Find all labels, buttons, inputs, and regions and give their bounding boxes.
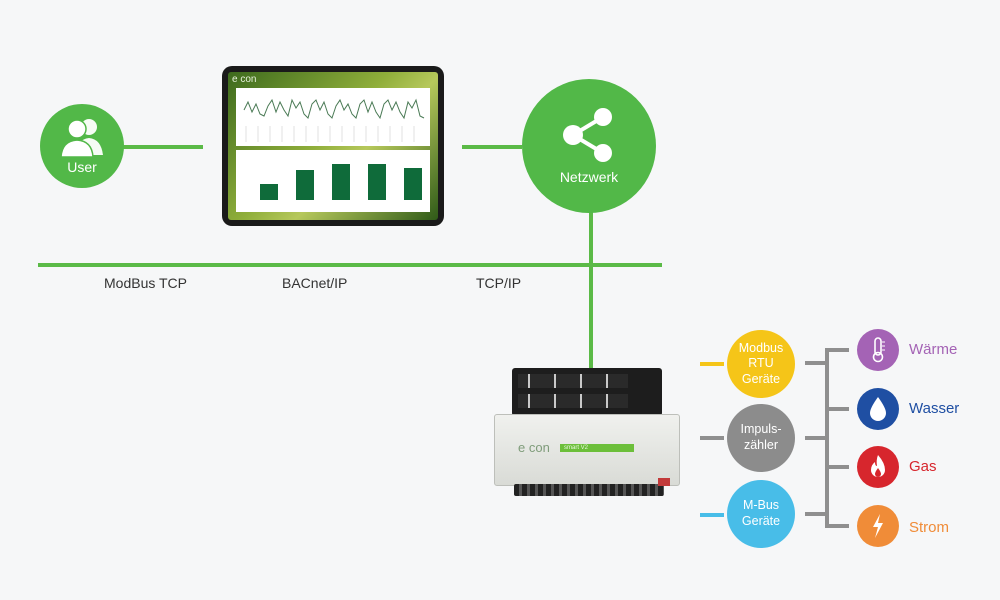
device-model-label: smart V2 — [560, 444, 634, 452]
tablet-screen: e con — [228, 72, 438, 220]
bar-2 — [296, 170, 314, 200]
connector-branch-2 — [825, 407, 849, 411]
line-network-device — [589, 212, 593, 370]
connector-stub-2 — [805, 436, 825, 440]
bar-4 — [368, 164, 386, 200]
line-user-tablet — [123, 145, 203, 149]
media-gas — [857, 446, 899, 488]
connector-branch-3 — [825, 465, 849, 469]
connector-branch-4 — [825, 524, 849, 528]
flame-icon — [871, 455, 885, 477]
media-label-gas: Gas — [909, 458, 937, 475]
protocol-bacnet-ip: BACnet/IP — [282, 275, 348, 291]
media-waerme — [857, 329, 899, 371]
connector-stub-1 — [805, 361, 825, 365]
protocol-bus-line — [38, 263, 662, 267]
bar-chart-panel — [236, 150, 430, 212]
users-icon — [60, 119, 103, 157]
interface-impulszaehler: Impuls-zähler — [727, 404, 795, 472]
link-modbus-rtu — [700, 362, 724, 366]
share-icon — [563, 108, 612, 162]
line-tablet-network — [462, 145, 522, 149]
media-wasser — [857, 388, 899, 430]
econ-controller-device: e con smart V2 — [488, 368, 688, 498]
water-drop-icon — [870, 397, 886, 421]
protocol-modbus-tcp: ModBus TCP — [104, 275, 187, 291]
tablet-dashboard: e con — [222, 66, 444, 226]
user-label: User — [67, 159, 97, 175]
protocol-tcp-ip: TCP/IP — [476, 275, 522, 291]
user-node: User — [40, 104, 124, 188]
thermometer-icon — [872, 337, 885, 363]
media-strom — [857, 505, 899, 547]
bar-1 — [260, 184, 278, 200]
link-impuls — [700, 436, 724, 440]
media-label-wasser: Wasser — [909, 400, 960, 417]
tablet-logo: e con — [232, 74, 257, 85]
consumption-bar-chart — [260, 164, 422, 200]
link-mbus — [700, 513, 724, 517]
line-chart-panel — [236, 88, 430, 146]
network-node: Netzwerk — [522, 79, 656, 213]
media-label-strom: Strom — [909, 519, 950, 536]
network-label: Netzwerk — [559, 169, 619, 185]
device-logo: e con — [518, 440, 550, 455]
connector-branch-1 — [825, 348, 849, 352]
lightning-icon — [873, 514, 883, 538]
connector-trunk — [825, 348, 829, 528]
consumption-line-chart — [243, 98, 425, 142]
bar-5 — [404, 168, 422, 200]
connector-stub-3 — [805, 512, 825, 516]
media-label-waerme: Wärme — [909, 341, 958, 358]
bar-3 — [332, 164, 350, 200]
